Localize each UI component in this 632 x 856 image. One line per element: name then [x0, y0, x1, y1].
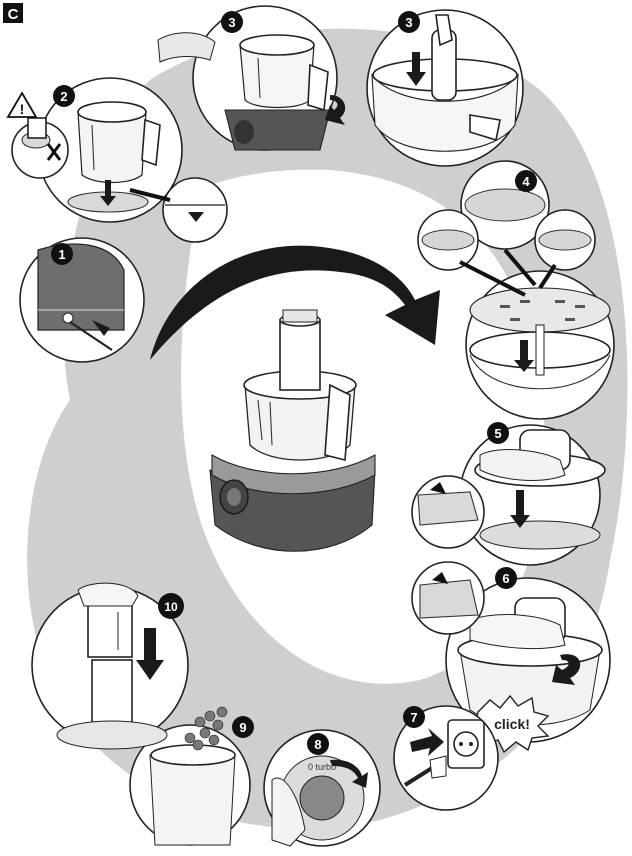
step-badge-5: 5	[487, 422, 509, 444]
svg-text:5: 5	[494, 426, 501, 441]
step-9-panel	[129, 706, 251, 846]
svg-text:!: !	[20, 101, 25, 117]
step-badge-10: 10	[158, 593, 184, 619]
svg-text:10: 10	[164, 600, 178, 614]
step-6-panel: click!	[411, 561, 611, 754]
down-arrow-icon	[100, 180, 116, 206]
step-badge-2: 2	[53, 85, 75, 107]
cross-mark-icon	[46, 143, 62, 161]
step-1-panel	[19, 237, 145, 363]
step-8-panel: 0 turbo	[263, 729, 381, 847]
svg-text:7: 7	[410, 710, 417, 725]
step-badge-4: 4	[515, 170, 537, 192]
svg-text:2: 2	[60, 89, 67, 104]
svg-text:4: 4	[522, 174, 530, 189]
step-3a-panel	[157, 5, 346, 151]
step-2-panel: !	[6, 77, 228, 243]
svg-text:C: C	[8, 6, 19, 23]
step-3b-panel	[366, 9, 524, 167]
svg-text:3: 3	[405, 15, 412, 30]
svg-text:9: 9	[239, 720, 246, 735]
food-processor-main	[209, 309, 376, 552]
step-5-panel	[411, 424, 606, 566]
step-badge-3a: 3	[221, 11, 243, 33]
section-label: C	[3, 3, 23, 23]
step-badge-8: 8	[307, 733, 329, 755]
food-pieces	[184, 706, 228, 751]
warning-triangle-icon: !	[6, 91, 38, 118]
step-badge-1: 1	[51, 243, 73, 265]
svg-text:8: 8	[314, 737, 321, 752]
svg-text:6: 6	[502, 571, 509, 586]
rotate-arrow-icon	[552, 654, 581, 685]
step-badge-3b: 3	[398, 11, 420, 33]
step-badge-9: 9	[232, 716, 254, 738]
svg-text:3: 3	[228, 15, 235, 30]
pull-arrow-icon	[92, 320, 110, 336]
rotate-arrow-icon	[325, 95, 346, 125]
step-badge-7: 7	[403, 706, 425, 728]
svg-text:1: 1	[58, 247, 65, 262]
step-7-panel	[393, 705, 499, 811]
curved-arrow-icon	[150, 245, 440, 360]
svg-text:click!: click!	[494, 716, 530, 732]
svg-text:0 turbo: 0 turbo	[308, 762, 336, 772]
step-badge-6: 6	[495, 567, 517, 589]
step-10-panel	[31, 582, 189, 750]
